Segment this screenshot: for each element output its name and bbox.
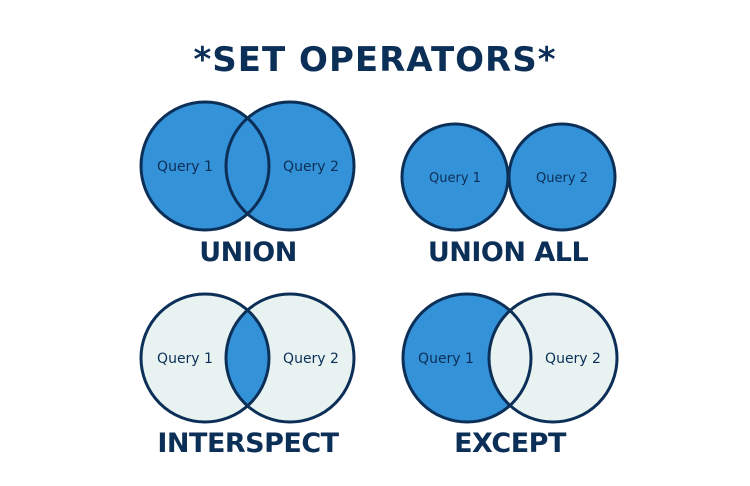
union-label: UNION: [199, 237, 297, 268]
except-label: EXCEPT: [454, 428, 567, 459]
union-all-left-query-label: Query 1: [429, 171, 481, 186]
union-all-right-circle-fill: [509, 124, 615, 230]
except-diagram: Query 1 Query 2 EXCEPT: [401, 292, 619, 459]
union-all-diagram: Query 1 Query 2 UNION ALL: [400, 122, 617, 268]
union-right-circle-fill: [226, 102, 354, 230]
intersect-overlap-region: [226, 294, 269, 422]
intersect-left-query-label: Query 1: [157, 351, 213, 367]
union-all-right-circle-outline: [507, 122, 617, 232]
diagram-title: *SET OPERATORS*: [194, 40, 557, 80]
intersect-right-circle-outline: [224, 292, 356, 424]
union-left-circle-outline: [139, 100, 271, 232]
union-all-right-query-label: Query 2: [536, 171, 588, 186]
union-diagram: Query 1 Query 2 UNION: [139, 100, 356, 268]
intersect-label: INTERSPECT: [157, 428, 339, 459]
union-right-query-label: Query 2: [283, 159, 339, 175]
except-right-circle-outline: [487, 292, 619, 424]
except-left-circle-outline: [401, 292, 533, 424]
intersect-diagram: Query 1 Query 2 INTERSPECT: [139, 292, 356, 459]
except-right-query-label: Query 2: [545, 351, 601, 367]
union-all-label: UNION ALL: [428, 237, 589, 268]
union-left-query-label: Query 1: [157, 159, 213, 175]
except-left-query-label: Query 1: [418, 351, 474, 367]
union-right-circle-outline: [224, 100, 356, 232]
union-all-left-circle-fill: [402, 124, 508, 230]
intersect-left-circle-outline: [139, 292, 271, 424]
intersect-right-query-label: Query 2: [283, 351, 339, 367]
